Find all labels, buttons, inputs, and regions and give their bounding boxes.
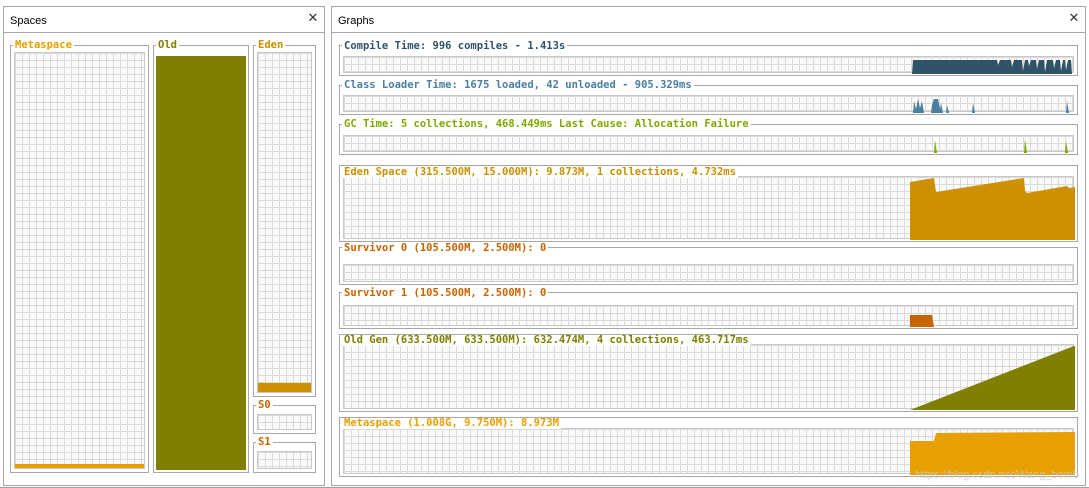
spaces-panel: Spaces ✕ Metaspace Old Eden S0 S1 [3,6,325,486]
metaspace-graph [339,417,1078,477]
s1-label: S1 [256,436,273,448]
watermark: https://blog.csdn.net/Wang_bomb [915,469,1079,481]
gc-grid [343,135,1074,153]
survivor1-plot [910,315,934,327]
metaspace-grid [14,52,145,469]
classloader-grid [343,95,1074,113]
spaces-tab[interactable]: Spaces ✕ [4,7,324,33]
compile-label: Compile Time: 996 compiles - 1.413s [342,40,568,52]
eden-plot [910,178,1075,240]
close-icon[interactable]: ✕ [1068,11,1080,26]
compile-plot [912,60,1072,74]
s0-space [253,405,316,434]
metaspace-space [10,45,149,473]
eden-graph-grid [343,176,1075,240]
survivor1-label: Survivor 1 (105.500M, 2.500M): 0 [342,287,549,299]
eden-grid [257,52,312,393]
survivor1-grid [343,305,1074,327]
oldgen-label: Old Gen (633.500M, 633.500M): 632.474M, … [342,334,751,346]
oldgen-graph [339,334,1078,412]
s1-space [253,442,316,473]
eden-fill [258,383,311,392]
spaces-title: Spaces [10,15,47,27]
metaspace-fill [15,464,144,468]
oldgen-grid [343,344,1075,410]
oldgen-plot [910,346,1075,410]
eden-graph-label: Eden Space (315.500M, 15.000M): 9.873M, … [342,166,738,178]
survivor0-label: Survivor 0 (105.500M, 2.500M): 0 [342,242,549,254]
graphs-panel: Graphs ✕ Compile Time: 996 compiles - 1.… [331,6,1086,486]
metaspace-graph-label: Metaspace (1.008G, 9.750M): 8.973M [342,417,561,429]
s0-grid [257,414,312,430]
metaspace-plot [910,432,1075,475]
s1-grid [257,451,312,469]
gc-label: GC Time: 5 collections, 468.449ms Last C… [342,118,751,130]
compile-grid [343,56,1074,74]
metaspace-graph-grid [343,428,1075,475]
gc-plot [934,139,1068,153]
eden-space [253,45,316,397]
survivor0-grid [343,264,1074,282]
old-label: Old [156,39,179,51]
classloader-label: Class Loader Time: 1675 loaded, 42 unloa… [342,79,694,91]
metaspace-label: Metaspace [13,39,74,51]
s0-label: S0 [256,399,273,411]
eden-label: Eden [256,39,286,51]
old-space [153,45,249,473]
old-fill [156,56,246,470]
graphs-title: Graphs [338,15,375,27]
graphs-tab[interactable]: Graphs ✕ [332,7,1085,33]
classloader-plot [913,99,1069,113]
close-icon[interactable]: ✕ [307,11,319,26]
